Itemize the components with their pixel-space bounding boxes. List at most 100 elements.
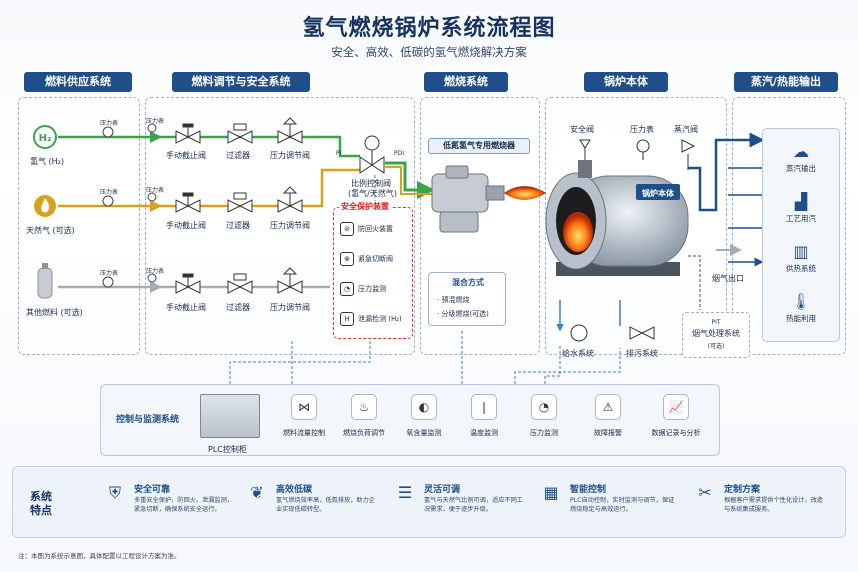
pressure-gauge-label-3: 压力表	[100, 270, 119, 277]
proportional-valve-sublabel: (氢气/天然气)	[348, 189, 397, 198]
chart-icon: 📈	[663, 394, 689, 420]
oxygen-gauge-icon: ◐	[411, 394, 437, 420]
mixing-item-premix: · 预混燃烧	[437, 296, 470, 304]
mixing-item-staged: · 分级燃烧(可选)	[437, 310, 489, 318]
page-subtitle: 安全、高效、低碳的氢气燃烧解决方案	[331, 45, 527, 59]
mixing-title: 混合方式	[452, 278, 484, 287]
output-heating: ▥供热系统	[762, 242, 840, 274]
shield-icon: ⛨	[108, 483, 121, 502]
blowdown-label: 排污系统	[626, 349, 658, 358]
page-title: 氢气燃烧锅炉系统流程图	[302, 16, 556, 41]
section-tab-fuel-supply: 燃料供应系统	[24, 72, 132, 92]
output-heat-use: 🌡热能利用	[762, 292, 840, 324]
control-signal-lines	[229, 175, 621, 384]
manual-valve-label-ng: 手动截止阀	[166, 221, 206, 230]
tag-pdi: PDI	[394, 150, 405, 157]
h2-symbol: H₂	[39, 133, 52, 144]
boiler-body	[545, 160, 689, 276]
valve-icons	[175, 117, 385, 294]
features-heading: 系统特点	[30, 490, 52, 517]
control-item-load: ♨燃烧负荷调节	[334, 394, 394, 438]
flue-treatment-sublabel: (可选)	[707, 343, 725, 350]
boiler-pressure-gauge-label: 压力表	[630, 125, 654, 134]
control-item-alarm: ⚠故障报警	[578, 394, 638, 438]
factory-icon: ▟	[794, 192, 808, 211]
output-panel	[762, 128, 840, 342]
burner-body	[431, 165, 505, 233]
warning-icon: ⚠	[595, 394, 621, 420]
tag-pi: PI	[336, 150, 342, 157]
safety-panel-title: 安全保护装置	[339, 201, 391, 212]
mixing-method-box: 混合方式 · 预混燃烧 · 分级燃烧(可选)	[428, 272, 506, 326]
h2-leak-icon: H	[340, 312, 354, 326]
blowdown-valve-icon	[629, 326, 655, 340]
boiler-body-label: 锅炉本体	[642, 189, 674, 198]
control-system-title: 控制与监测系统	[116, 415, 180, 425]
thermometer-icon: ❘	[471, 394, 497, 420]
shutoff-valve-icon: ⊗	[340, 252, 354, 266]
feedwater-label: 给水系统	[562, 349, 594, 358]
bar-chart-icon: ▦	[543, 483, 559, 502]
motor-symbol: M	[369, 140, 375, 147]
leaf-icon: ❦	[250, 483, 264, 502]
flue-treatment-label: 烟气处理系统	[692, 329, 740, 338]
steam-valve-label: 蒸汽阀	[674, 125, 698, 134]
gauge-icon: ◔	[340, 282, 354, 296]
sliders-icon: ☰	[397, 483, 413, 502]
section-tab-output: 蒸汽/热能输出	[734, 72, 838, 92]
regulator-label-h2: 压力调节阀	[270, 151, 310, 160]
h2-label: 氢气 (H₂)	[30, 157, 65, 166]
plc-cabinet-icon	[200, 394, 260, 438]
feedwater-pump-icon	[570, 324, 588, 342]
pressure-gauge-label-6: 压力表	[146, 268, 165, 275]
pressure-gauge-icon: ◔	[531, 394, 557, 420]
pressure-gauge-label-1: 压力表	[100, 120, 119, 127]
section-tab-regulation: 燃料调节与安全系统	[172, 72, 310, 92]
pressure-gauge-label-4: 压力表	[146, 118, 165, 125]
flue-outlet-label: 烟气出口	[712, 274, 744, 283]
flame-icon: ♨	[351, 394, 377, 420]
safety-item-shutoff: ⊗紧急切断阀	[340, 252, 393, 266]
filter-label-other: 过滤器	[226, 303, 250, 312]
filter-label-ng: 过滤器	[226, 221, 250, 230]
regulator-label-other: 压力调节阀	[270, 303, 310, 312]
mixed-fuel-pipe	[385, 161, 435, 199]
tools-icon: ✂	[698, 483, 712, 502]
proportional-valve-label: 比例控制阀	[351, 179, 391, 188]
safety-valve-label: 安全阀	[570, 125, 594, 134]
plc-label: PLC控制柜	[208, 445, 247, 454]
steam-pipe	[688, 132, 765, 212]
footnote: 注：本图为系统示意图，具体配置以工程设计方案为准。	[18, 552, 181, 560]
pressure-gauge-label-2: 压力表	[100, 189, 119, 196]
manual-valve-label-h2: 手动截止阀	[166, 151, 206, 160]
burner-flame	[504, 186, 546, 200]
features-panel	[12, 466, 846, 538]
h2-source-icon	[33, 125, 57, 149]
no-flame-icon: ⊘	[340, 222, 354, 236]
output-steam: ☁蒸汽输出	[762, 142, 840, 174]
flue-treatment-box: PIT 烟气处理系统 (可选)	[682, 312, 750, 358]
other-fuel-cylinder-icon	[37, 267, 53, 299]
radiator-icon: ▥	[793, 242, 809, 261]
flow-valve-icon: ⋈	[291, 394, 317, 420]
ng-label: 天然气 (可选)	[26, 226, 75, 235]
safety-item-pressure: ◔压力监测	[340, 282, 386, 296]
control-item-temperature: ❘温度监测	[454, 394, 514, 438]
manual-valve-label-other: 手动截止阀	[166, 303, 206, 312]
boiler-fittings	[579, 139, 696, 170]
flue-pipe	[688, 255, 701, 310]
section-tab-boiler: 锅炉本体	[584, 72, 668, 92]
safety-item-flashback: ⊘防回火装置	[340, 222, 393, 236]
output-process: ▟工艺用汽	[762, 192, 840, 224]
pressure-gauge-label-5: 压力表	[146, 187, 165, 194]
filter-label-h2: 过滤器	[226, 151, 250, 160]
mixed-fuel-pipe-ng	[385, 166, 432, 195]
h2-pipe	[58, 135, 360, 158]
control-item-data: 📈数据记录与分析	[646, 394, 706, 438]
control-item-flow: ⋈燃料流量控制	[274, 394, 334, 438]
other-fuel-label: 其他燃料 (可选)	[26, 308, 83, 317]
